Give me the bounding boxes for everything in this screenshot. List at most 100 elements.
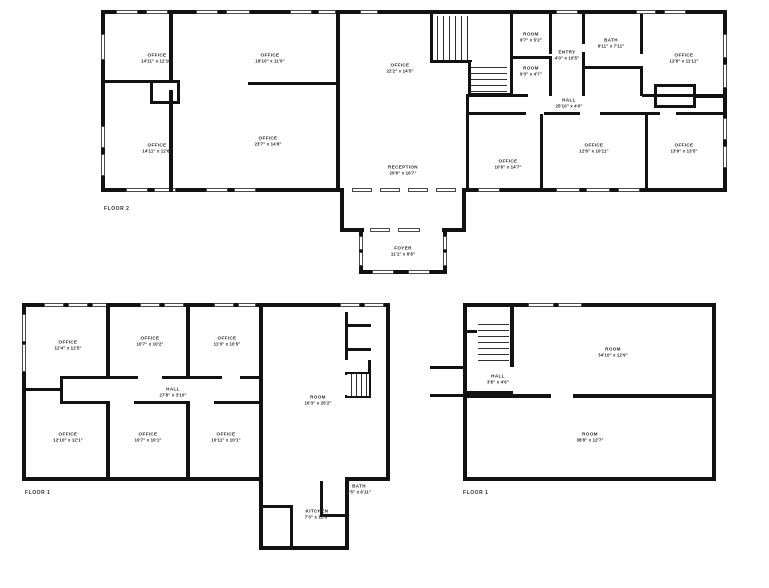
partition-hall-bottom bbox=[466, 112, 526, 115]
room-label: HALL 25'10" x 4'0" bbox=[555, 97, 583, 109]
room-label: BATH 6'11" x 7'11" bbox=[597, 37, 625, 49]
foyer-wall-top-left bbox=[340, 228, 364, 232]
window-bottom-5 bbox=[352, 188, 372, 192]
reception-wall-left-drop bbox=[340, 188, 344, 230]
window-bottom-12 bbox=[618, 188, 640, 192]
partition-hall-top-b bbox=[642, 94, 724, 97]
f1l-part-2 bbox=[186, 303, 190, 377]
partition-hall-bottom-c bbox=[600, 112, 660, 115]
foyer-wall-bottom bbox=[359, 270, 447, 274]
window-bottom-9 bbox=[478, 188, 500, 192]
f1l-window-top-9 bbox=[364, 303, 384, 307]
partition-office-nw-right bbox=[169, 10, 173, 82]
f1l-bumpout-left bbox=[259, 477, 263, 550]
window-bottom-4 bbox=[234, 188, 256, 192]
f1r-hall-ext-bottom bbox=[430, 394, 466, 397]
partition-closet-bottom bbox=[150, 101, 180, 104]
foyer-window-left-2 bbox=[359, 252, 363, 266]
room-label: OFFICE 11'0" x 10'5" bbox=[213, 335, 241, 347]
f1l-kitchen-wall-top bbox=[263, 505, 293, 508]
room-label: BATH 6'5" x 6'11" bbox=[346, 483, 372, 495]
foyer-window-right-1 bbox=[443, 236, 447, 250]
floor-label-1-left: FLOOR 1 bbox=[25, 490, 51, 496]
window-left-2 bbox=[101, 126, 105, 148]
partition-office-n-mid-bottom bbox=[248, 82, 338, 85]
partition-office-n-mid-right bbox=[336, 10, 340, 84]
foyer-wall-right bbox=[443, 228, 447, 274]
room-label: OFFICE 18'10" x 11'0" bbox=[255, 52, 285, 64]
f1l-stair-div-2 bbox=[345, 348, 371, 351]
f1l-part-4 bbox=[106, 401, 110, 481]
foyer-window-right-2 bbox=[443, 252, 447, 266]
window-right-4 bbox=[723, 146, 727, 168]
partition-entry-right-b bbox=[582, 52, 585, 96]
f1l-exterior-left bbox=[22, 303, 26, 481]
f1l-bumpout-bottom bbox=[259, 546, 349, 550]
partition-room-block-right bbox=[549, 14, 552, 54]
window-bottom-6 bbox=[380, 188, 400, 192]
room-label: ROOM 9'3" x 4'7" bbox=[519, 65, 543, 77]
f1r-hall-bottom-seg bbox=[467, 391, 513, 394]
f1l-bath-wall-left bbox=[320, 481, 323, 517]
room-label: OFFICE 14'11" x 12'10" bbox=[141, 52, 173, 64]
f1l-hall-bottom-b bbox=[134, 401, 190, 404]
partition-hall-bottom-b bbox=[544, 112, 580, 115]
f1l-window-top-2 bbox=[68, 303, 88, 307]
f1l-window-top-5 bbox=[164, 303, 184, 307]
f1l-stair-div-3 bbox=[345, 372, 371, 375]
f1r-exterior-right bbox=[712, 303, 716, 481]
f1r-exterior-top bbox=[463, 303, 716, 307]
f1l-window-left-2 bbox=[22, 344, 26, 372]
room-label: OFFICE 12'8" x 11'11" bbox=[669, 52, 699, 64]
window-top-7 bbox=[360, 10, 378, 14]
window-right-1 bbox=[723, 34, 727, 58]
room-label: HALL 3'6" x 4'6" bbox=[486, 373, 510, 385]
f1l-hall-top-d bbox=[240, 376, 263, 379]
window-right-3 bbox=[723, 118, 727, 140]
window-top-9 bbox=[636, 10, 656, 14]
room-label: OFFICE 12'4" x 12'5" bbox=[54, 339, 82, 351]
room-label: OFFICE 22'2" x 14'5" bbox=[386, 62, 414, 74]
partition-office-sw-right bbox=[169, 104, 173, 192]
room-label: OFFICE 23'7" x 14'8" bbox=[254, 135, 282, 147]
f1l-part-3 bbox=[259, 303, 263, 381]
window-bottom-10 bbox=[556, 188, 580, 192]
f1r-mid-divider-b bbox=[573, 394, 716, 398]
f1l-hall-conn bbox=[26, 388, 62, 391]
f1l-part-1 bbox=[106, 303, 110, 377]
window-bottom-1 bbox=[126, 188, 148, 192]
f1l-stair-div-1 bbox=[345, 324, 371, 327]
stair-wall-mid-v bbox=[468, 60, 471, 96]
room-label: HALL 27'8" x 3'10" bbox=[159, 386, 187, 398]
f1l-window-top-6 bbox=[214, 303, 234, 307]
partition-hall-left bbox=[466, 94, 469, 192]
f1l-hall-top-c bbox=[162, 376, 222, 379]
f1l-bath-wall-bottom bbox=[320, 514, 348, 517]
f1l-window-top-1 bbox=[44, 303, 64, 307]
f1l-exterior-top bbox=[22, 303, 390, 307]
f1l-staircase bbox=[347, 374, 369, 396]
staircase-upper-landing bbox=[471, 62, 507, 93]
window-left-3 bbox=[101, 154, 105, 176]
room-label: KITCHEN 7'3" x 12'6" bbox=[304, 508, 330, 520]
partition-office-center-right bbox=[540, 114, 543, 192]
plan-floor-2: OFFICE 14'11" x 12'10" OFFICE 18'10" x 1… bbox=[0, 0, 769, 290]
partition-hall-top bbox=[466, 94, 528, 97]
f1r-staircase bbox=[478, 320, 509, 366]
foyer-wall-top-right bbox=[442, 228, 466, 232]
partition-office-e-right bbox=[645, 114, 648, 192]
partition-bath-bottom bbox=[585, 66, 643, 69]
window-top-10 bbox=[664, 10, 686, 14]
partition-closet-e-top bbox=[654, 84, 657, 108]
window-top-2 bbox=[146, 10, 168, 14]
window-bottom-11 bbox=[586, 188, 610, 192]
room-label: ROOM 16'3" x 25'2" bbox=[304, 394, 332, 406]
room-label: OFFICE 14'11" x 12'6" bbox=[142, 142, 172, 154]
floor-label-2: FLOOR 2 bbox=[104, 206, 130, 212]
stair-wall-left bbox=[430, 14, 433, 62]
window-right-2 bbox=[723, 64, 727, 88]
f1l-part-5 bbox=[186, 401, 190, 481]
exterior-wall-top bbox=[101, 10, 727, 14]
partition-hall-bottom-d bbox=[676, 112, 724, 115]
window-top-5 bbox=[290, 10, 312, 14]
